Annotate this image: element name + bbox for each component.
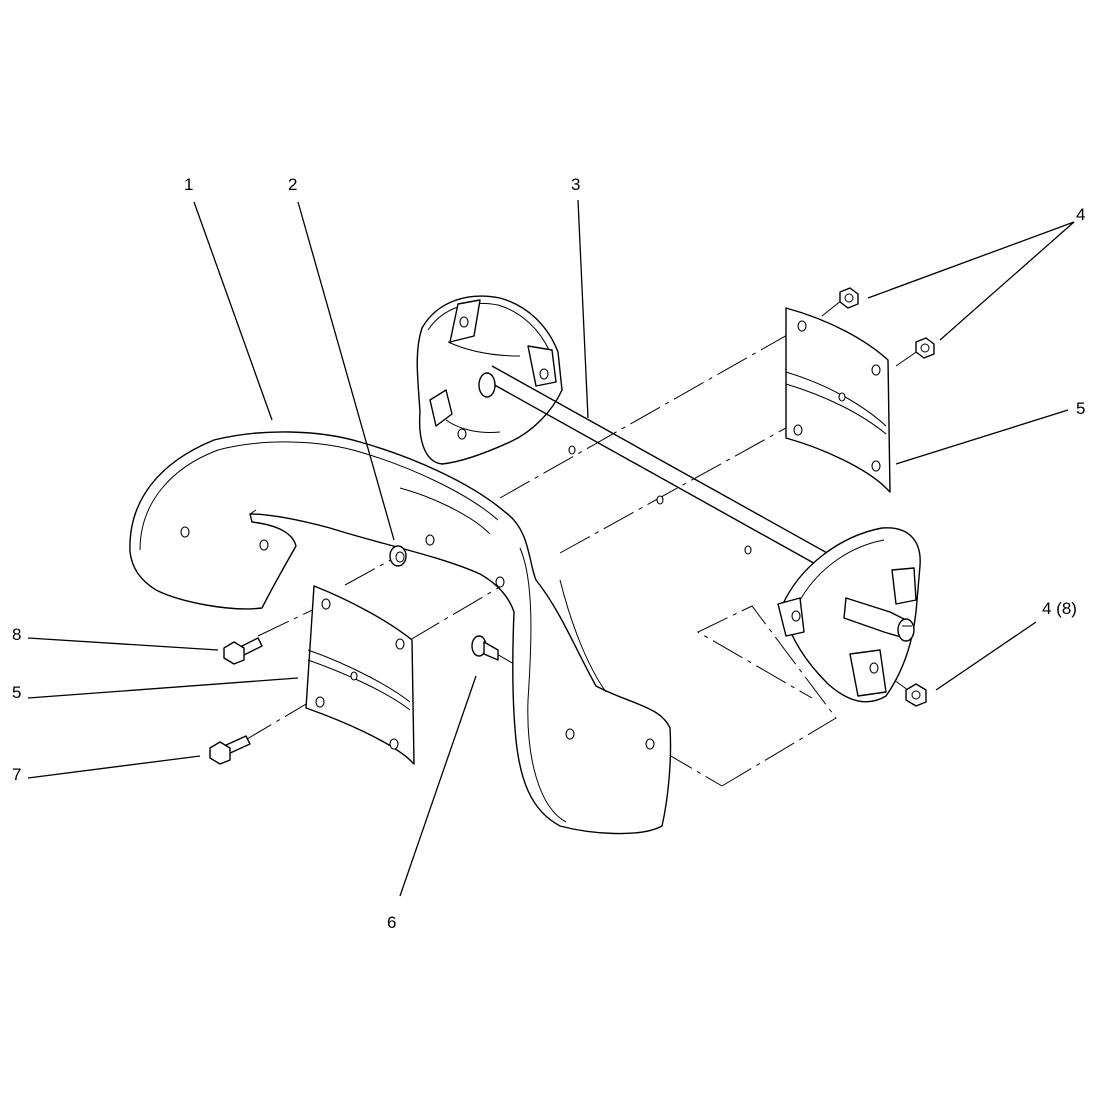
main-shaft (478, 365, 873, 591)
callout-7: 7 (12, 765, 21, 784)
nut-top-1 (839, 287, 859, 309)
callout-4-8: 4 (8) (1042, 599, 1077, 618)
callout-1: 1 (184, 175, 193, 194)
right-paddle (785, 307, 891, 493)
callout-3: 3 (571, 175, 580, 194)
callout-5-left: 5 (12, 683, 21, 702)
leader-lines (27, 199, 1075, 897)
callout-8: 8 (12, 625, 21, 644)
spacer-pin (471, 635, 499, 661)
nut-bottom (905, 683, 927, 707)
callout-6: 6 (387, 913, 396, 932)
auger-flighting (129, 431, 672, 835)
bolt-lower (209, 735, 251, 765)
bolt-upper (223, 637, 263, 665)
nut-top-2 (915, 337, 935, 359)
left-paddle (305, 585, 415, 765)
right-impeller-disc (777, 527, 921, 703)
bushing (389, 545, 407, 567)
callout-5-right: 5 (1076, 399, 1085, 418)
callout-4-top: 4 (1076, 205, 1085, 224)
callout-2: 2 (288, 175, 297, 194)
